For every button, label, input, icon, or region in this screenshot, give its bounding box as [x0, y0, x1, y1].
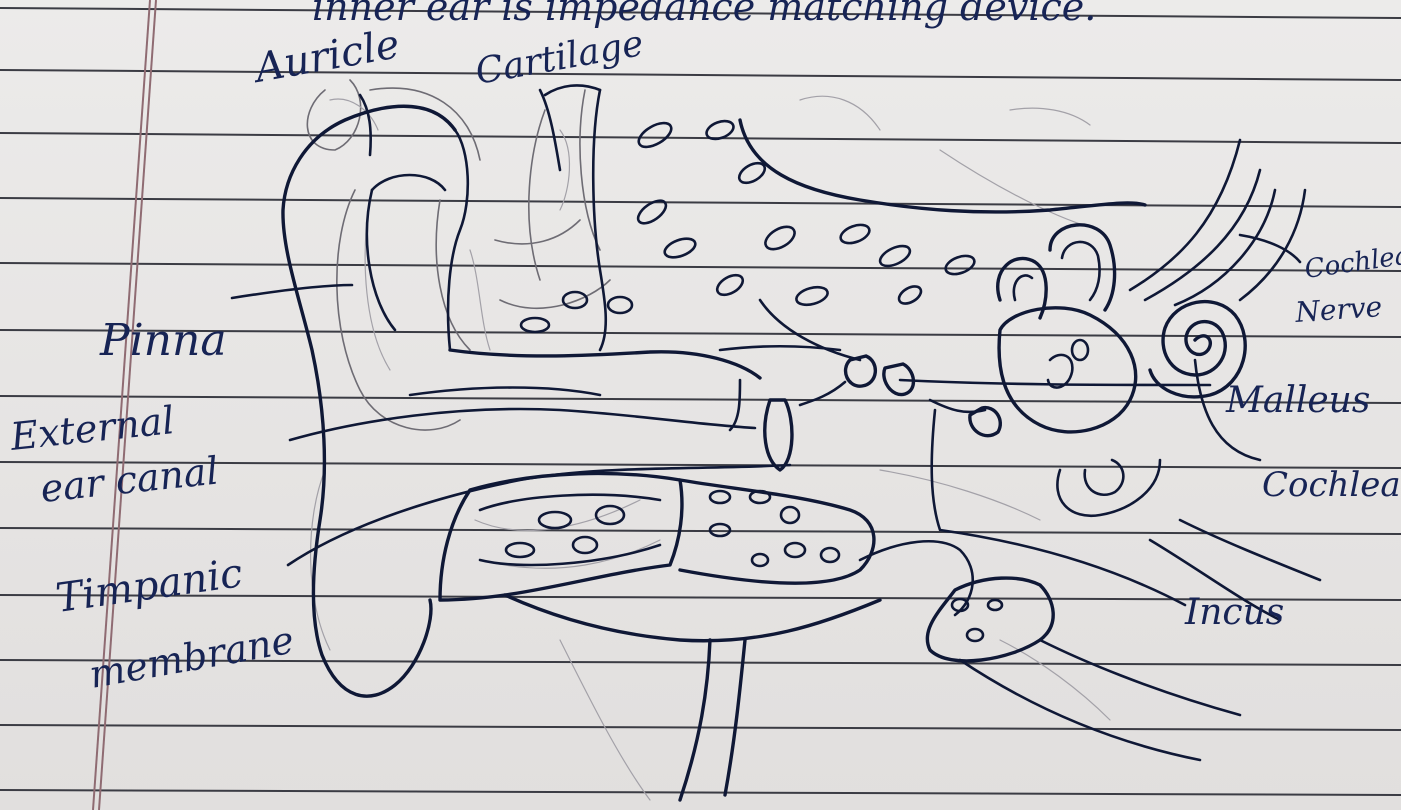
- label-cartilage: Cartilage: [472, 23, 646, 93]
- auricle-leader: [360, 95, 371, 155]
- pencil-sketch: [307, 80, 1110, 800]
- label-pinna: Pinna: [99, 315, 227, 366]
- heading-fragment: inner ear is impedance matching device.: [312, 0, 1096, 29]
- label-malleus: Malleus: [1225, 380, 1370, 421]
- ear-outline: [283, 85, 1320, 800]
- label-incus: Incus: [1184, 592, 1284, 633]
- label-cochlea: Cochlea: [1262, 465, 1401, 505]
- label-external-line2: ear canal: [38, 449, 220, 511]
- label-tympanic-line1: Timpanic: [53, 550, 245, 622]
- incus-leader: [932, 410, 1185, 605]
- label-auricle: Auricle: [248, 21, 403, 92]
- diagram-labels: Auricle Cartilage Pinna External ear can…: [7, 21, 1401, 697]
- ear-canal-leader: [290, 409, 755, 440]
- label-cochlear-nerve-line2: Nerve: [1293, 290, 1383, 329]
- malleus-leader: [900, 380, 1210, 385]
- tympanic-leader: [288, 465, 790, 565]
- label-external-line1: External: [7, 398, 176, 459]
- pinna-leader: [232, 285, 352, 298]
- cartilage-leader: [540, 90, 560, 170]
- label-tympanic-line2: membrane: [86, 618, 297, 697]
- ruled-lines: [0, 8, 1401, 795]
- label-cochlear-nerve-line1: Cochlear: [1303, 239, 1401, 285]
